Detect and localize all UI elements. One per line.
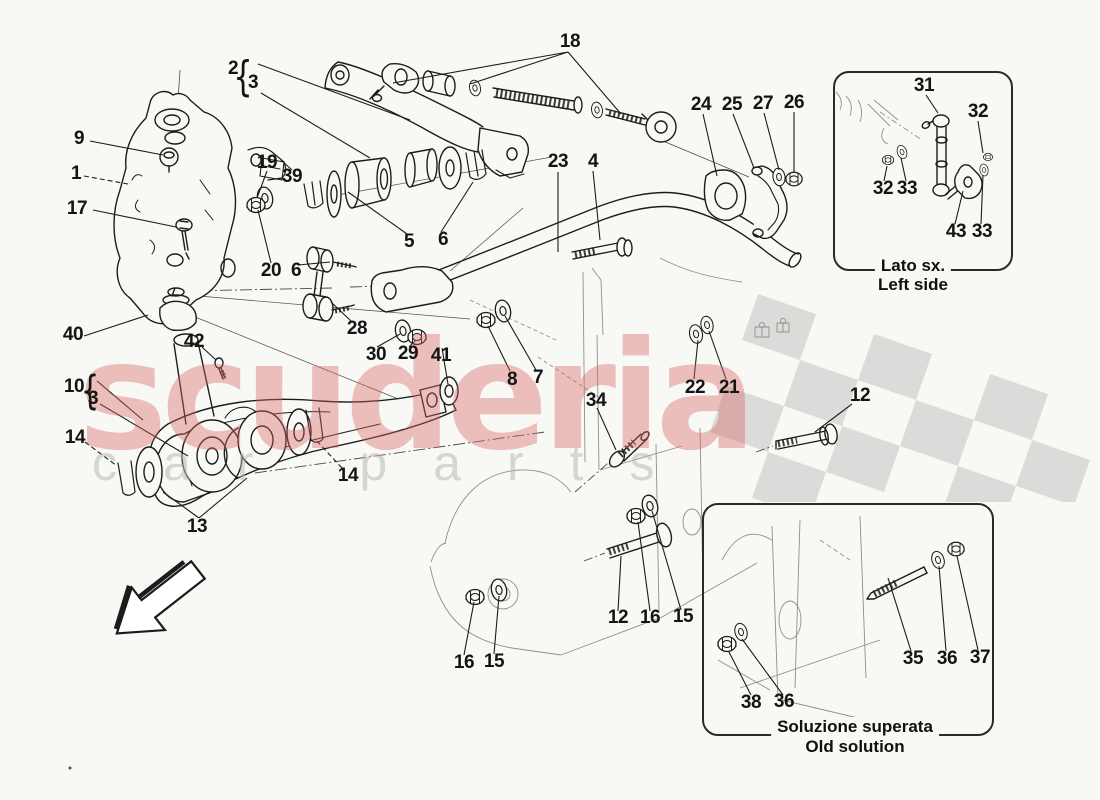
part-number-callout: 38 [740, 692, 762, 713]
part-number-callout: 35 [902, 648, 924, 669]
part-number-callout: 40 [62, 324, 84, 345]
part-number-callout: 20 [260, 260, 282, 281]
part-number-callout: 33 [896, 178, 918, 199]
part-number-callout: 23 [547, 151, 569, 172]
part-number-callout: 14 [337, 465, 359, 486]
part-number-callout: 6 [437, 229, 449, 250]
part-number-callout: 9 [73, 128, 85, 149]
part-number-callout: 7 [532, 367, 544, 388]
part-number-callout: 32 [967, 101, 989, 122]
part-number-callout: 21 [718, 377, 740, 398]
part-number-callout: 8 [506, 369, 518, 390]
part-number-callout: 33 [971, 221, 993, 242]
part-number-callout: 16 [453, 652, 475, 673]
part-number-callout: 41 [430, 345, 452, 366]
part-number-callout: 12 [849, 385, 871, 406]
part-number-callout: 5 [403, 231, 415, 252]
part-number-callout: 14 [64, 427, 86, 448]
part-number-callout: 22 [684, 377, 706, 398]
inset-old-caption-english: Old solution [799, 737, 911, 757]
part-number-callout: 31 [913, 75, 935, 96]
part-number-callout: 39 [281, 166, 303, 187]
part-number-callout: 16 [639, 607, 661, 628]
checkered-flag [710, 294, 1090, 502]
part-number-callout: 43 [945, 221, 967, 242]
part-number-callout: 2 [227, 58, 239, 79]
part-number-callout: 24 [690, 94, 712, 115]
part-number-callout: 15 [483, 651, 505, 672]
inset-left-caption-english: Left side [872, 275, 954, 295]
suspension-parts [113, 61, 983, 600]
page-dot [68, 766, 72, 770]
direction-arrow [113, 559, 207, 635]
part-number-callout: 6 [290, 260, 302, 281]
inset-old-caption-italian: Soluzione superata [771, 717, 939, 737]
part-number-callout: 37 [969, 647, 991, 668]
part-number-callout: 25 [721, 94, 743, 115]
part-number-callout: 36 [773, 691, 795, 712]
part-number-callout: 13 [186, 516, 208, 537]
part-number-callout: 27 [752, 93, 774, 114]
part-number-callout: 29 [397, 343, 419, 364]
part-number-callout: 12 [607, 607, 629, 628]
part-number-callout: 17 [66, 198, 88, 219]
callout-brace: { [233, 52, 253, 102]
part-number-callout: 3 [87, 388, 99, 409]
part-number-callout: 19 [256, 152, 278, 173]
part-number-callout: 32 [872, 178, 894, 199]
part-number-callout: 3 [247, 72, 259, 93]
leader-lines [83, 51, 984, 696]
part-number-callout: 34 [585, 390, 607, 411]
part-number-callout: 30 [365, 344, 387, 365]
part-number-callout: 42 [183, 331, 205, 352]
part-number-callout: 18 [559, 31, 581, 52]
subframe-ghost [429, 91, 923, 729]
part-number-callout: 1 [70, 163, 82, 184]
part-number-callout: 36 [936, 648, 958, 669]
part-number-callout: 4 [587, 151, 599, 172]
part-number-callout: 10 [63, 376, 85, 397]
inset-left-caption-italian: Lato sx. [874, 256, 952, 276]
callout-brace: { [80, 368, 100, 415]
part-number-callout: 28 [346, 318, 368, 339]
thread-hatching [220, 89, 900, 598]
part-number-callout: 26 [783, 92, 805, 113]
part-number-callout: 15 [672, 606, 694, 627]
